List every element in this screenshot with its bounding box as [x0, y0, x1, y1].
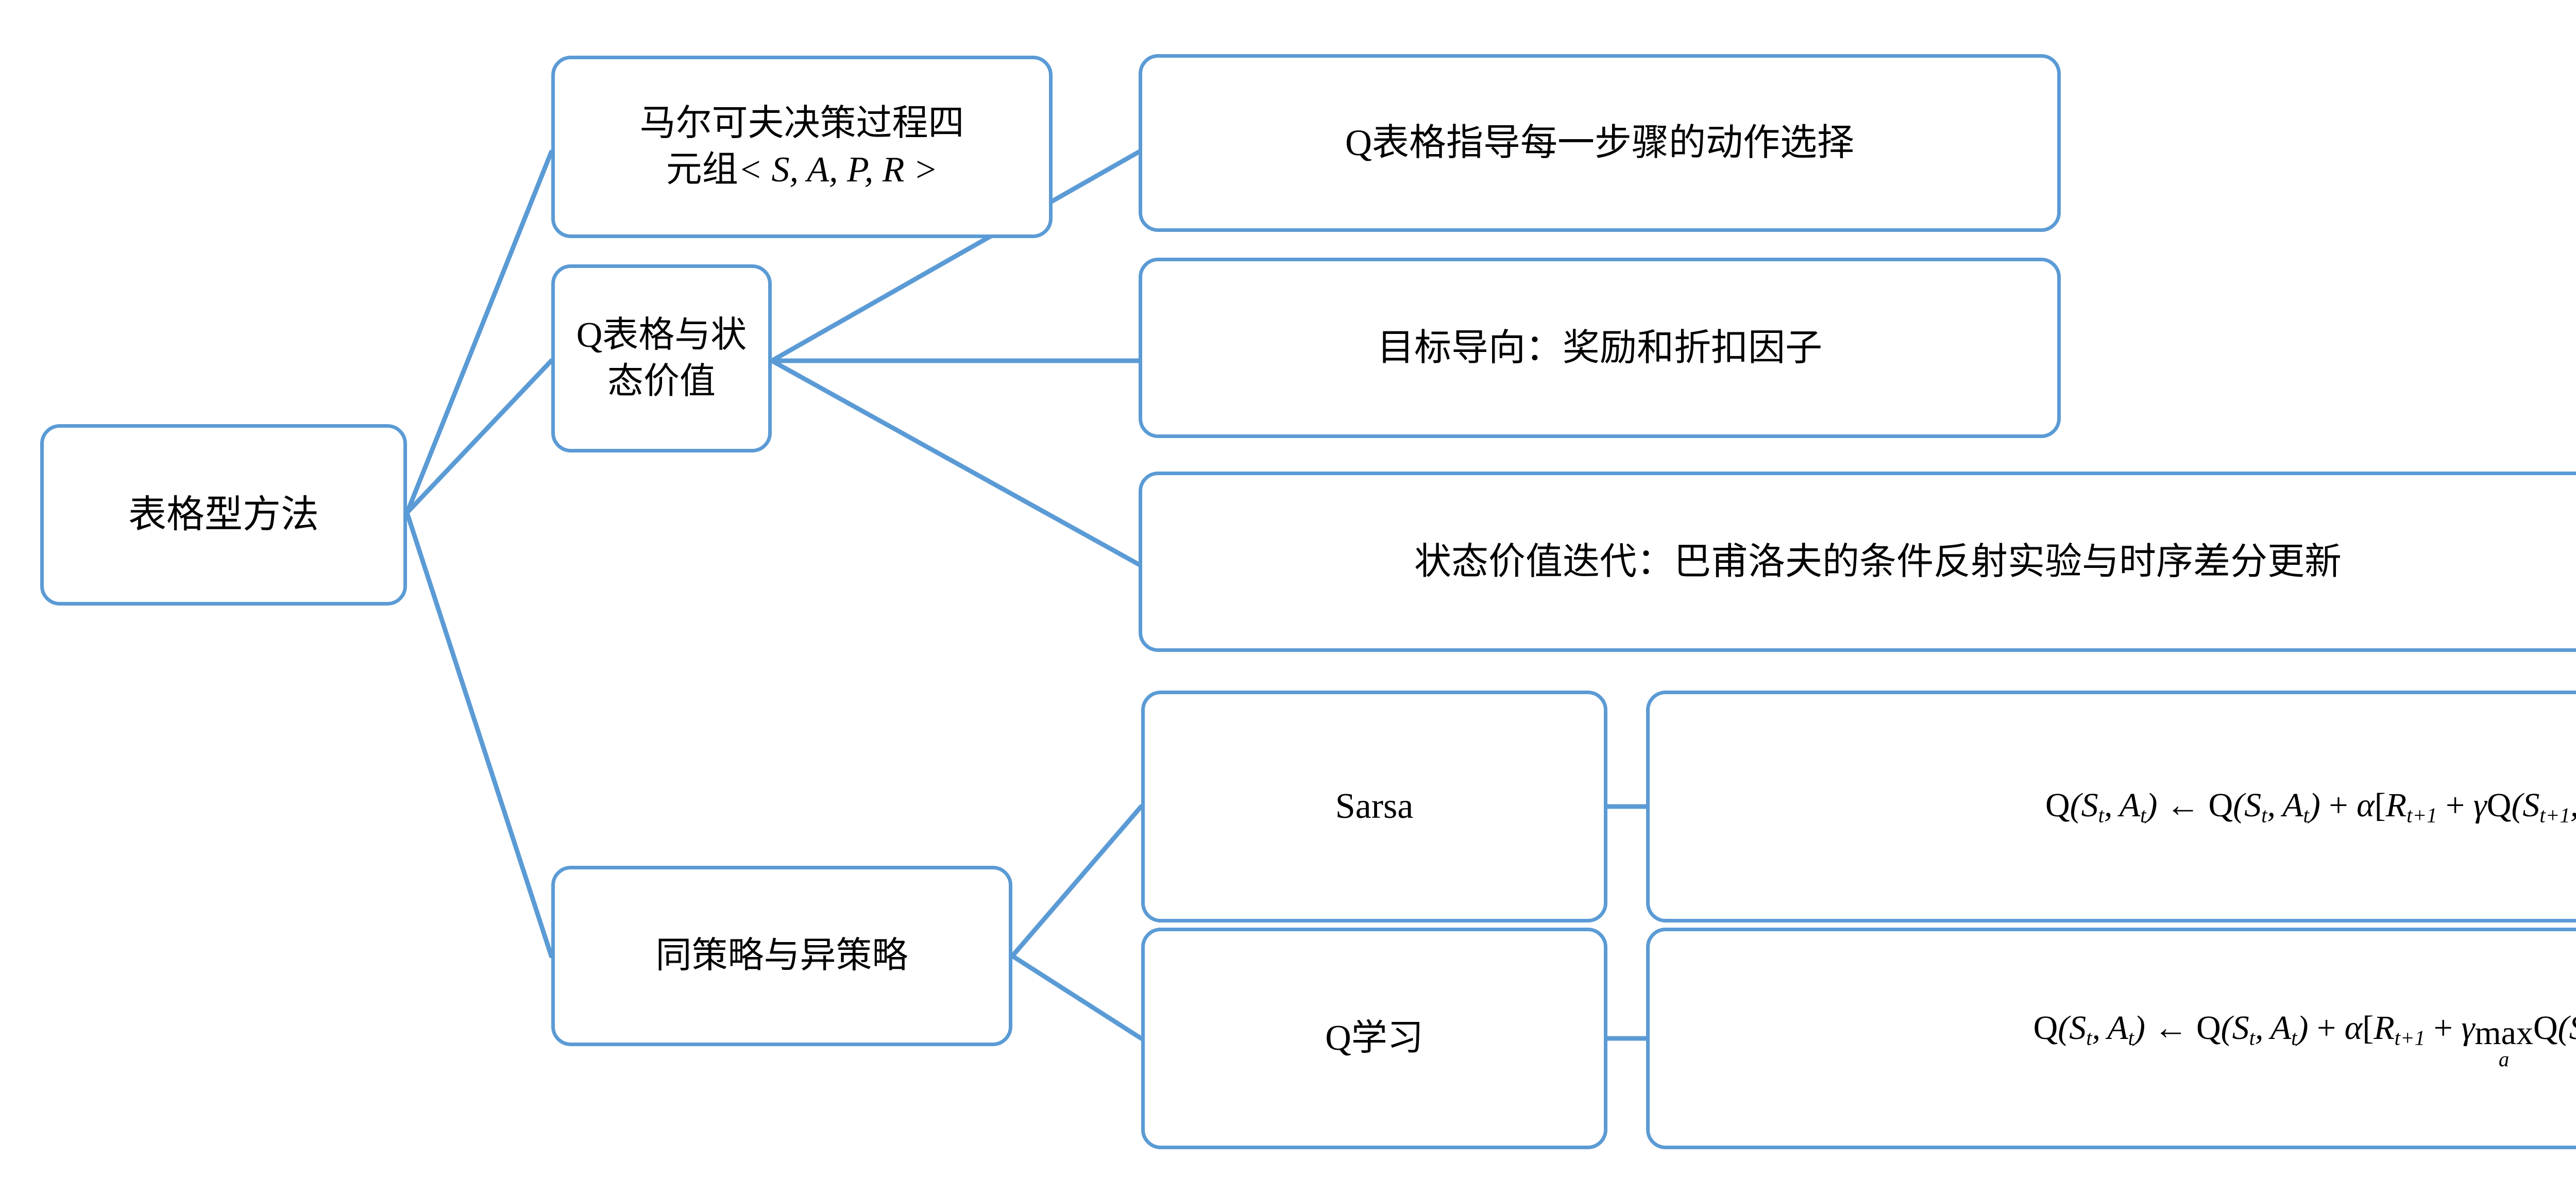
node-sarsa-formula[interactable]: Q(St, At) ← Q(St, At) + α[Rt+1 + γQ(St+1…: [1646, 691, 2576, 922]
node-state-value-iteration-label: 状态价值迭代：巴甫洛夫的条件反射实验与时序差分更新: [1414, 541, 2342, 582]
node-mdp-line2: 元组< S, A, P, R >: [666, 150, 938, 190]
node-root-tabular-methods[interactable]: 表格型方法: [40, 424, 407, 606]
node-sarsa-label: Sarsa: [1335, 786, 1414, 827]
connector-root-to-policy: [404, 510, 554, 959]
node-goal-oriented-reward-discount[interactable]: 目标导向：奖励和折扣因子: [1139, 258, 2061, 438]
node-state-value-iteration[interactable]: 状态价值迭代：巴甫洛夫的条件反射实验与时序差分更新: [1139, 472, 2576, 652]
node-mdp-label: 马尔可夫决策过程四 元组< S, A, P, R >: [567, 100, 1037, 193]
node-q-learning-label: Q学习: [1325, 1018, 1423, 1059]
node-on-policy-off-policy[interactable]: 同策略与异策略: [551, 866, 1012, 1046]
node-mdp-line2-math: < S, A, P, R >: [738, 150, 938, 190]
node-q-table-state-value-label: Q表格与状态价值: [576, 315, 747, 401]
connector-root-to-qtable: [404, 358, 554, 515]
node-mdp-quadruple[interactable]: 马尔可夫决策过程四 元组< S, A, P, R >: [551, 56, 1053, 238]
node-goal-oriented-reward-discount-label: 目标导向：奖励和折扣因子: [1377, 327, 1822, 368]
sarsa-formula-expression: Q(St, At) ← Q(St, At) + α[Rt+1 + γQ(St+1…: [2045, 786, 2576, 827]
node-mdp-line2-prefix: 元组: [666, 150, 738, 190]
node-q-table-guides-action[interactable]: Q表格指导每一步骤的动作选择: [1139, 54, 2061, 232]
connector-policy-to-sarsa: [1010, 804, 1144, 959]
node-q-table-guides-action-label: Q表格指导每一步骤的动作选择: [1345, 122, 1854, 164]
node-q-learning[interactable]: Q学习: [1141, 928, 1607, 1149]
node-sarsa[interactable]: Sarsa: [1141, 691, 1607, 922]
connector-root-to-mdp: [404, 149, 554, 515]
node-on-policy-off-policy-label: 同策略与异策略: [655, 936, 908, 976]
connector-policy-to-qlearning: [1010, 953, 1144, 1041]
connector-qtable-to-stateit: [769, 358, 1141, 567]
node-mdp-line1: 马尔可夫决策过程四: [639, 104, 964, 144]
node-q-table-state-value[interactable]: Q表格与状态价值: [551, 264, 772, 452]
node-root-label: 表格型方法: [128, 493, 319, 536]
